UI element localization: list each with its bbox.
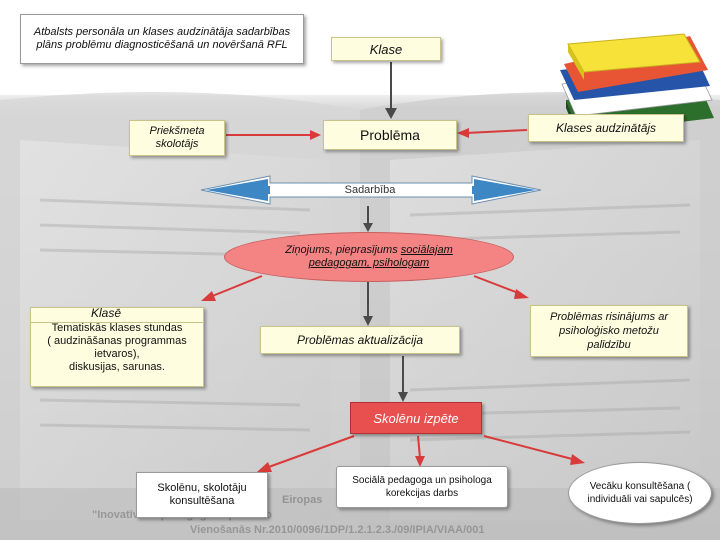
class-line3: diskusijas, sarunas. [69, 361, 165, 373]
class-heading-divider [30, 322, 204, 323]
consult-label: Skolēnu, skolotāju konsultēšana [157, 482, 247, 507]
correction-box: Sociālā pedagoga un psihologa korekcijas… [336, 466, 508, 508]
report-to-class-arrow [201, 275, 263, 301]
class-teacher-label: Klases audzinātājs [555, 121, 657, 135]
class-line2: ( audzināšanas programmas ietvaros), [47, 335, 187, 360]
report-to-actualization-arrow [363, 280, 373, 326]
study-to-correction-arrow [415, 435, 425, 467]
klase-to-problem-arrow [385, 62, 397, 119]
consult-box: Skolēnu, skolotāju konsultēšana [136, 472, 268, 518]
problem-label: Problēma [360, 127, 420, 143]
watermark-line1: Eiropas [282, 494, 322, 506]
report-text: Ziņojums, pieprasījums sociālajam pedago… [265, 244, 473, 270]
watermark-line3: Vienošanās Nr.2010/0096/1DP/1.2.1.2.3./0… [190, 524, 485, 536]
report-text-part2: sociālajam pedagogam, psihologam [308, 244, 453, 269]
subject-teacher-box: Priekšmeta skolotājs [129, 120, 225, 156]
correction-label: Sociālā pedagoga un psihologa korekcijas… [352, 475, 492, 499]
class-teacher-to-problem-arrow [457, 128, 528, 138]
actualization-box: Problēmas aktualizācija [260, 326, 460, 354]
title-box: Atbalsts personāla un klases audzinātāja… [20, 14, 304, 64]
cooperation-to-report-arrow [363, 206, 373, 232]
teacher-to-problem-arrow [226, 130, 321, 140]
title-text: Atbalsts personāla un klases audzinātāja… [33, 26, 291, 51]
subject-teacher-line2: skolotājs [155, 138, 199, 150]
study-label: Skolēnu izpēte [373, 410, 459, 426]
class-line1: Tematiskās klases stundas [51, 322, 183, 334]
solution-box: Problēmas risinājums ar psiholoģisko met… [530, 305, 688, 357]
cooperation-label: Sadarbība [330, 183, 410, 197]
problem-box: Problēma [323, 120, 457, 150]
klase-box: Klase [331, 37, 441, 61]
class-teacher-box: Klases audzinātājs [528, 114, 684, 142]
report-ellipse: Ziņojums, pieprasījums sociālajam pedago… [224, 232, 514, 282]
class-heading: Klasē [91, 306, 122, 320]
parents-label: Vecāku konsultēšana ( individuāli vai sa… [587, 481, 693, 505]
study-to-consult-arrow [257, 435, 355, 472]
klase-label: Klase [369, 41, 403, 57]
cooperation-text: Sadarbība [344, 184, 396, 196]
solution-label: Problēmas risinājums ar psiholoģisko met… [550, 311, 668, 351]
report-to-solution-arrow [473, 275, 529, 299]
study-to-parents-arrow [483, 435, 585, 465]
actualization-label: Problēmas aktualizācija [296, 333, 424, 347]
parents-box: Vecāku konsultēšana ( individuāli vai sa… [568, 462, 712, 524]
actualization-to-study-arrow [398, 356, 408, 402]
class-box: Klasē Tematiskās klases stundas ( audzin… [30, 307, 204, 387]
study-box: Skolēnu izpēte [350, 402, 482, 434]
cooperation-double-arrow [200, 175, 542, 205]
report-text-part1: Ziņojums, pieprasījums [285, 244, 401, 256]
subject-teacher-line1: Priekšmeta [149, 125, 205, 137]
